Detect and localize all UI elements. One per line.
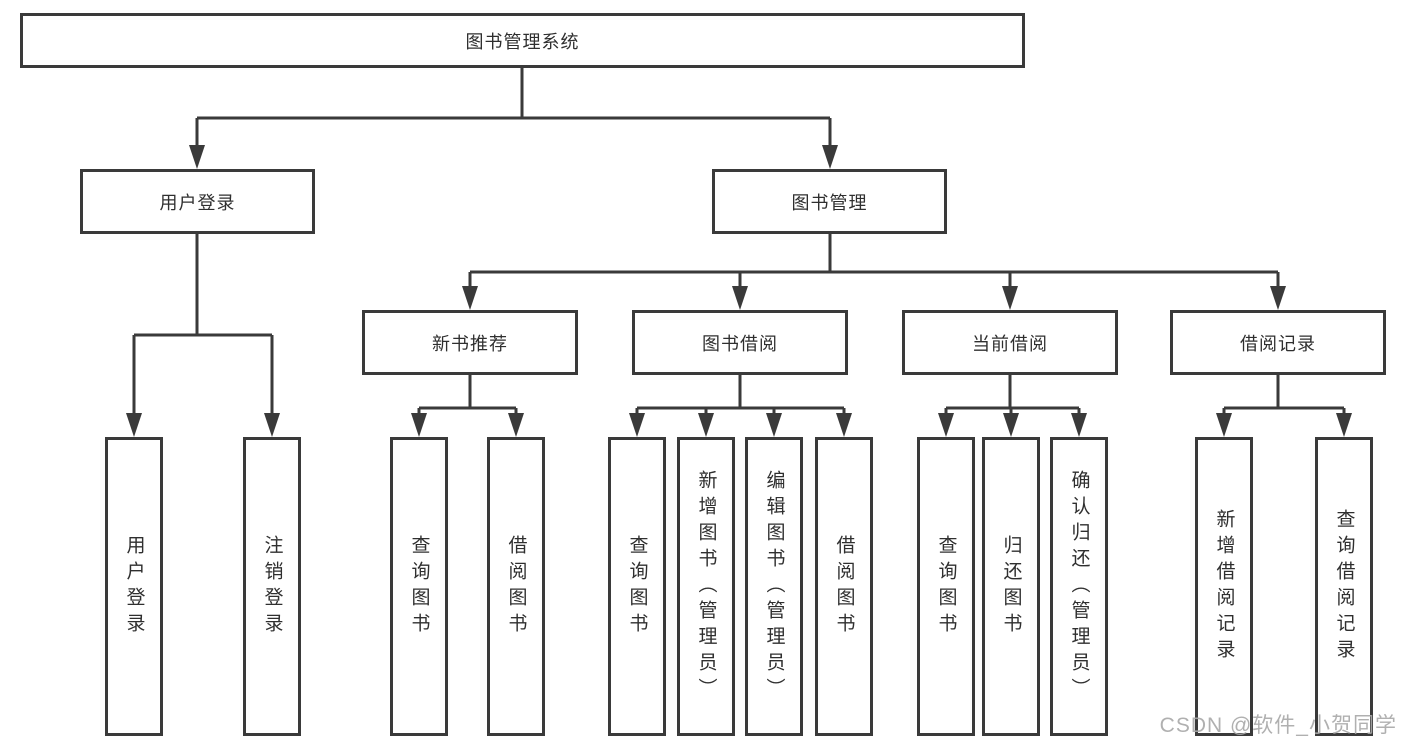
- arrowheads: [126, 145, 1352, 437]
- arrowhead: [732, 286, 748, 310]
- node-label: 图书管理系统: [465, 31, 580, 52]
- arrowhead: [629, 413, 645, 437]
- connector-book-borrow-to-leaves: [635, 375, 846, 418]
- arrowhead: [1002, 286, 1018, 310]
- node-label: 新增借阅记录: [1213, 508, 1235, 665]
- node-label: 查询图书: [935, 534, 957, 639]
- node-label: 借阅图书: [505, 534, 527, 639]
- arrowhead: [766, 413, 782, 437]
- node-label: 图书借阅: [702, 333, 778, 354]
- leaf-borrowing-borrow-books: 借阅图书: [815, 437, 873, 736]
- arrowhead: [1003, 413, 1019, 437]
- node-user-login: 用户登录: [80, 169, 315, 234]
- node-borrowing-records: 借阅记录: [1170, 310, 1386, 375]
- node-label: 归还图书: [1000, 534, 1022, 639]
- leaf-records-query-record: 查询借阅记录: [1315, 437, 1373, 736]
- arrowhead: [1336, 413, 1352, 437]
- arrowhead: [698, 413, 714, 437]
- node-label: 查询借阅记录: [1333, 508, 1355, 665]
- leaf-borrowing-query-books: 查询图书: [608, 437, 666, 736]
- leaf-current-query-books: 查询图书: [917, 437, 975, 736]
- arrowhead: [822, 145, 838, 169]
- node-label: 查询图书: [408, 534, 430, 639]
- leaf-records-add-record: 新增借阅记录: [1195, 437, 1253, 736]
- leaf-borrowing-edit-books-admin: 编辑图书（管理员）: [745, 437, 803, 736]
- leaf-newrec-borrow-books: 借阅图书: [487, 437, 545, 736]
- arrowhead: [1216, 413, 1232, 437]
- node-label: 借阅记录: [1240, 333, 1316, 354]
- connector-book-mgmt-to-level3: [468, 234, 1280, 291]
- connector-root-to-level2: [195, 68, 832, 150]
- node-label: 当前借阅: [972, 333, 1048, 354]
- node-label: 确认归还（管理员）: [1068, 469, 1090, 704]
- connector-user-login-to-leaves: [132, 234, 274, 418]
- node-label: 查询图书: [626, 534, 648, 639]
- arrowhead: [189, 145, 205, 169]
- node-label: 用户登录: [159, 192, 236, 213]
- arrowhead: [411, 413, 427, 437]
- node-label: 注销登录: [261, 534, 283, 639]
- arrowhead: [1071, 413, 1087, 437]
- node-label: 新增图书（管理员）: [695, 469, 717, 704]
- node-label: 编辑图书（管理员）: [763, 469, 785, 704]
- arrowhead: [1270, 286, 1286, 310]
- arrowhead: [126, 413, 142, 437]
- arrowhead: [264, 413, 280, 437]
- leaf-logout: 注销登录: [243, 437, 301, 736]
- arrowhead: [462, 286, 478, 310]
- connector-current-borrow-to-leaves: [944, 375, 1081, 418]
- connector-records-to-leaves: [1222, 375, 1346, 418]
- arrowhead: [508, 413, 524, 437]
- node-book-borrowing: 图书借阅: [632, 310, 848, 375]
- node-label: 图书管理: [791, 192, 868, 213]
- arrowhead: [836, 413, 852, 437]
- connector-new-book-to-leaves: [417, 375, 518, 418]
- arrowhead: [938, 413, 954, 437]
- leaf-current-confirm-return-admin: 确认归还（管理员）: [1050, 437, 1108, 736]
- leaf-borrowing-add-books-admin: 新增图书（管理员）: [677, 437, 735, 736]
- node-label: 用户登录: [123, 534, 145, 639]
- leaf-current-return-books: 归还图书: [982, 437, 1040, 736]
- node-label: 借阅图书: [833, 534, 855, 639]
- node-library-management-system: 图书管理系统: [20, 13, 1025, 68]
- leaf-newrec-query-books: 查询图书: [390, 437, 448, 736]
- watermark: CSDN @软件_小贺同学: [1159, 714, 1397, 737]
- node-current-borrowing: 当前借阅: [902, 310, 1118, 375]
- node-new-book-recommendation: 新书推荐: [362, 310, 578, 375]
- node-book-management: 图书管理: [712, 169, 947, 234]
- node-label: 新书推荐: [432, 333, 508, 354]
- leaf-user-login: 用户登录: [105, 437, 163, 736]
